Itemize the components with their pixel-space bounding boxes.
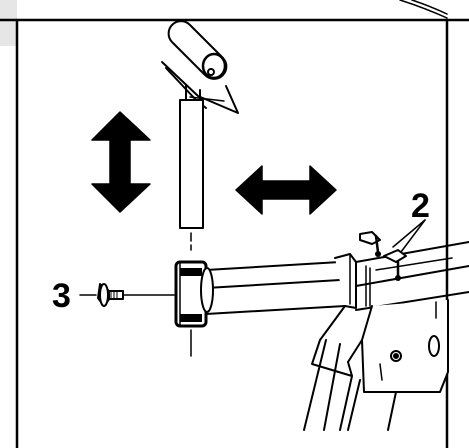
leg-bracket (303, 299, 449, 431)
adjustment-knobs (359, 219, 426, 281)
support-post (179, 99, 204, 251)
double-headed-vertical-arrow-icon (91, 111, 151, 213)
side-knob (79, 283, 175, 307)
callout-2: 2 (411, 187, 430, 225)
callout-3: 3 (52, 277, 71, 315)
double-headed-horizontal-arrow-icon (235, 165, 337, 215)
post-socket (174, 260, 208, 357)
